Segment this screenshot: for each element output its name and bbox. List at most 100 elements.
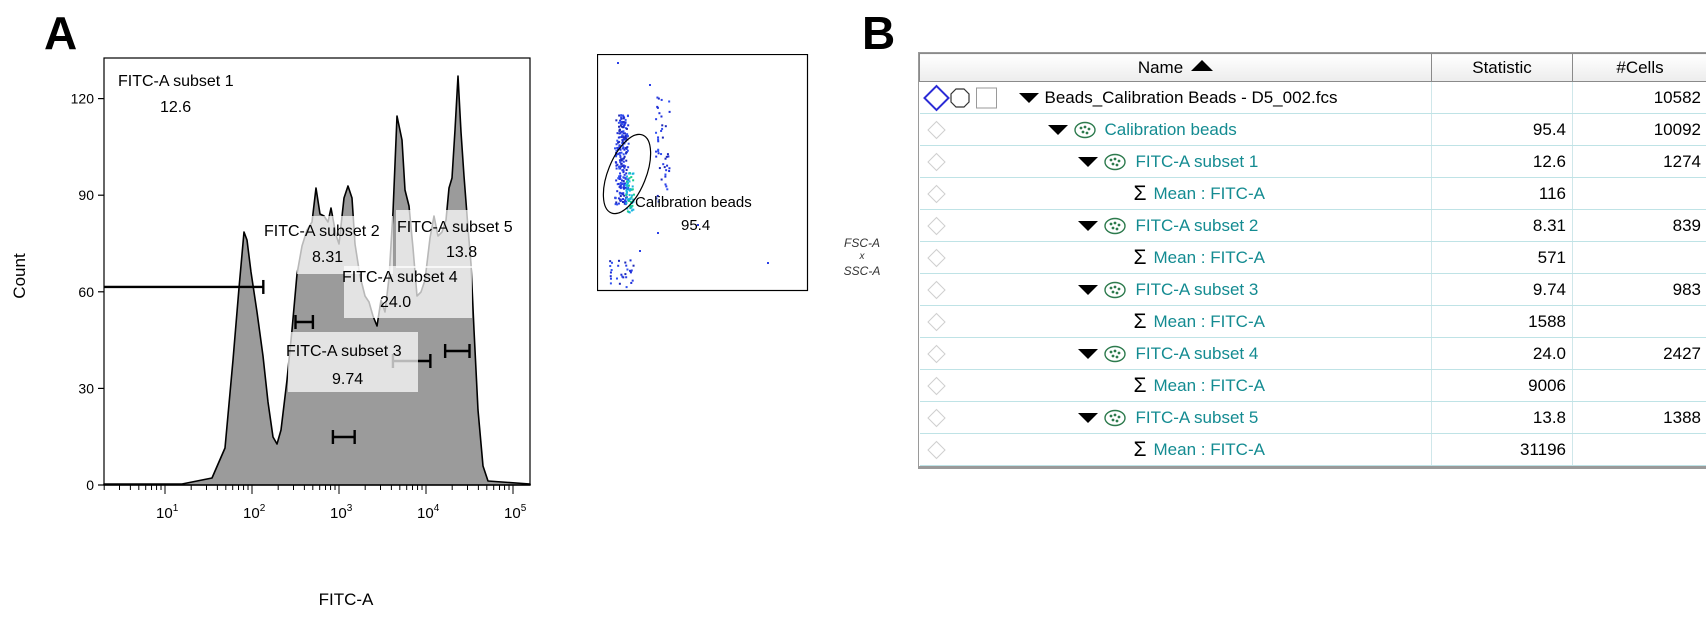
gate-range-5[interactable] — [443, 344, 471, 358]
row-name-cell[interactable]: FITC-A subset 1 — [919, 145, 1432, 178]
column-header-statistic[interactable]: Statistic — [1431, 53, 1573, 82]
row-label: Mean : FITC-A — [1153, 247, 1265, 267]
row-label: Mean : FITC-A — [1153, 439, 1265, 459]
gate-label-5-value: 13.8 — [446, 244, 477, 261]
select-diamond-icon[interactable] — [926, 280, 946, 299]
row-cell-count: 10582 — [1572, 81, 1706, 114]
row-label: Mean : FITC-A — [1153, 183, 1265, 203]
row-name-cell[interactable]: FITC-A subset 3 — [919, 273, 1432, 306]
gate-icon — [1103, 409, 1126, 427]
expand-triangle-icon[interactable] — [1047, 124, 1068, 135]
select-diamond-icon[interactable] — [926, 312, 946, 331]
gate-label-4-value: 24.0 — [380, 294, 411, 311]
sigma-icon: Σ — [1133, 373, 1147, 397]
row-label: Calibration beads — [1104, 119, 1237, 139]
gate-label-1[interactable]: FITC-A subset 112.6 — [118, 73, 234, 116]
gate-range-2[interactable] — [294, 315, 315, 329]
x-tick-label-1: 101 — [156, 503, 179, 522]
gate-label-2-value: 8.31 — [312, 249, 343, 266]
x-axis-label: FITC-A — [319, 590, 374, 609]
calibration-beads-gate[interactable] — [597, 128, 660, 220]
select-diamond-icon[interactable] — [926, 216, 946, 235]
column-header-name[interactable]: Name — [919, 53, 1432, 82]
histogram-frame — [103, 57, 531, 486]
row-name-cell[interactable]: FITC-A subset 4 — [919, 337, 1432, 370]
fsc-ssc-dotplot[interactable]: Calibration beads 95.4 — [597, 54, 817, 294]
gate-label-2-name: FITC-A subset 2 — [264, 223, 380, 240]
select-diamond-icon[interactable] — [926, 120, 946, 139]
select-diamond-icon[interactable] — [926, 440, 946, 459]
expand-triangle-icon[interactable] — [1077, 348, 1098, 359]
row-cell-count — [1572, 369, 1706, 402]
panel-a-letter: A — [44, 7, 78, 59]
x-tick-label-2: 102 — [243, 503, 266, 522]
axis-separator: x — [859, 251, 865, 262]
workspace-table-panel: Name Statistic #Cells Beads_Calibration … — [918, 52, 1706, 469]
octagon-icon[interactable] — [949, 87, 970, 108]
x-tick-label-5: 105 — [504, 503, 527, 522]
row-name-cell[interactable]: FITC-A subset 5 — [919, 401, 1432, 434]
expand-triangle-icon[interactable] — [1077, 412, 1098, 423]
calibration-gate-value: 95.4 — [681, 217, 710, 234]
square-icon[interactable] — [975, 87, 997, 108]
expand-triangle-icon[interactable] — [1018, 92, 1039, 103]
gate-range-1[interactable] — [104, 279, 265, 294]
gate-label-1-value: 12.6 — [160, 99, 191, 116]
select-diamond-icon[interactable] — [922, 84, 950, 111]
gate-label-4[interactable]: FITC-A subset 424.0 — [342, 266, 472, 318]
select-diamond-icon[interactable] — [926, 184, 946, 203]
gate-label-3[interactable]: FITC-A subset 39.74 — [286, 332, 418, 392]
row-statistic — [1431, 81, 1573, 114]
panel-b-letter: B — [862, 7, 896, 59]
gate-label-2[interactable]: FITC-A subset 2 8.31 — [264, 216, 393, 274]
row-statistic: 31196 — [1431, 433, 1573, 466]
select-diamond-icon[interactable] — [926, 344, 946, 363]
expand-triangle-icon[interactable] — [1077, 284, 1098, 295]
y-tick-label-120: 120 — [71, 91, 95, 107]
select-diamond-icon[interactable] — [926, 248, 946, 267]
select-diamond-icon[interactable] — [926, 408, 946, 427]
row-statistic: 12.6 — [1431, 145, 1573, 178]
row-name-cell[interactable]: Calibration beads — [919, 113, 1432, 146]
row-cell-count — [1572, 433, 1706, 466]
gate-icon — [1103, 281, 1126, 299]
select-diamond-icon[interactable] — [926, 376, 946, 395]
row-cell-count: 1388 — [1572, 401, 1706, 434]
row-label: Mean : FITC-A — [1153, 375, 1265, 395]
fsc-axis-label: FSC-A — [844, 236, 880, 250]
column-header-cells[interactable]: #Cells — [1572, 53, 1706, 82]
row-statistic: 24.0 — [1431, 337, 1573, 370]
row-name-cell[interactable]: FITC-A subset 2 — [919, 209, 1432, 242]
dotplot-events — [609, 62, 769, 289]
table-row[interactable]: Beads_Calibration Beads - D5_002.fcs 1058… — [919, 81, 1706, 114]
expand-triangle-icon[interactable] — [1077, 156, 1098, 167]
select-diamond-icon[interactable] — [926, 152, 946, 171]
row-cell-count: 839 — [1572, 209, 1706, 242]
expand-triangle-icon[interactable] — [1077, 220, 1098, 231]
gate-range-3[interactable] — [331, 430, 356, 444]
row-cell-count: 2427 — [1572, 337, 1706, 370]
gate-label-5[interactable]: FITC-A subset 513.8 — [396, 210, 526, 268]
row-name-cell[interactable]: Beads_Calibration Beads - D5_002.fcs — [919, 81, 1432, 114]
gate-icon — [1103, 217, 1126, 235]
row-name-cell[interactable]: Σ Mean : FITC-A — [919, 369, 1432, 402]
workspace-table: Name Statistic #Cells Beads_Calibration … — [919, 53, 1706, 466]
gate-icon — [1073, 121, 1096, 139]
ssc-axis-label: SSC-A — [843, 263, 881, 278]
